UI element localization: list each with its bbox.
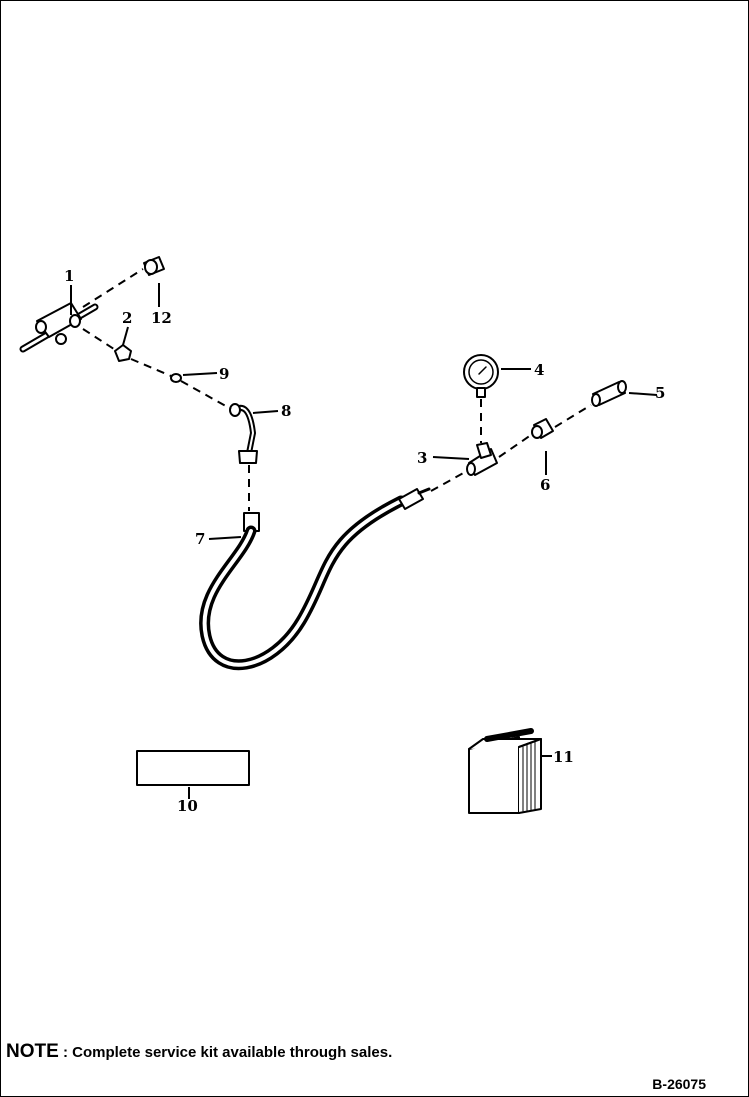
hose-part (199, 487, 431, 671)
callout-5: 5 (655, 384, 665, 402)
service-kit-note: NOTE : Complete service kit available th… (6, 1041, 392, 1063)
coupler-part (591, 380, 627, 407)
callout-11: 11 (553, 748, 574, 766)
callout-6: 6 (540, 476, 550, 494)
note-text: : Complete service kit available through… (62, 1044, 393, 1061)
drawing-number: B-26075 (652, 1076, 706, 1092)
nut-part (114, 344, 132, 362)
callout-2: 2 (122, 309, 132, 327)
callout-3: 3 (417, 449, 427, 467)
callout-labels: 1 2 3 4 5 6 7 8 9 10 11 12 (64, 267, 665, 815)
callout-10: 10 (177, 797, 198, 815)
callout-12: 12 (151, 309, 172, 327)
adapter-part (531, 418, 554, 439)
o-ring-part (170, 373, 182, 383)
tee-fitting-part (19, 302, 99, 353)
callout-9: 9 (219, 365, 229, 383)
callout-8: 8 (281, 402, 291, 420)
elbow-adapter-part (229, 403, 258, 464)
callout-7: 7 (195, 530, 205, 548)
pressure-gauge-part (463, 354, 499, 398)
note-label: NOTE (6, 1041, 59, 1062)
decal-part (136, 750, 250, 786)
callout-1: 1 (64, 267, 74, 285)
manual-part (468, 728, 542, 814)
alignment-lines (82, 268, 592, 511)
gauge-tee-part (466, 442, 498, 476)
callout-4: 4 (534, 361, 544, 379)
cap-part (143, 256, 165, 276)
leader-lines (70, 283, 658, 799)
